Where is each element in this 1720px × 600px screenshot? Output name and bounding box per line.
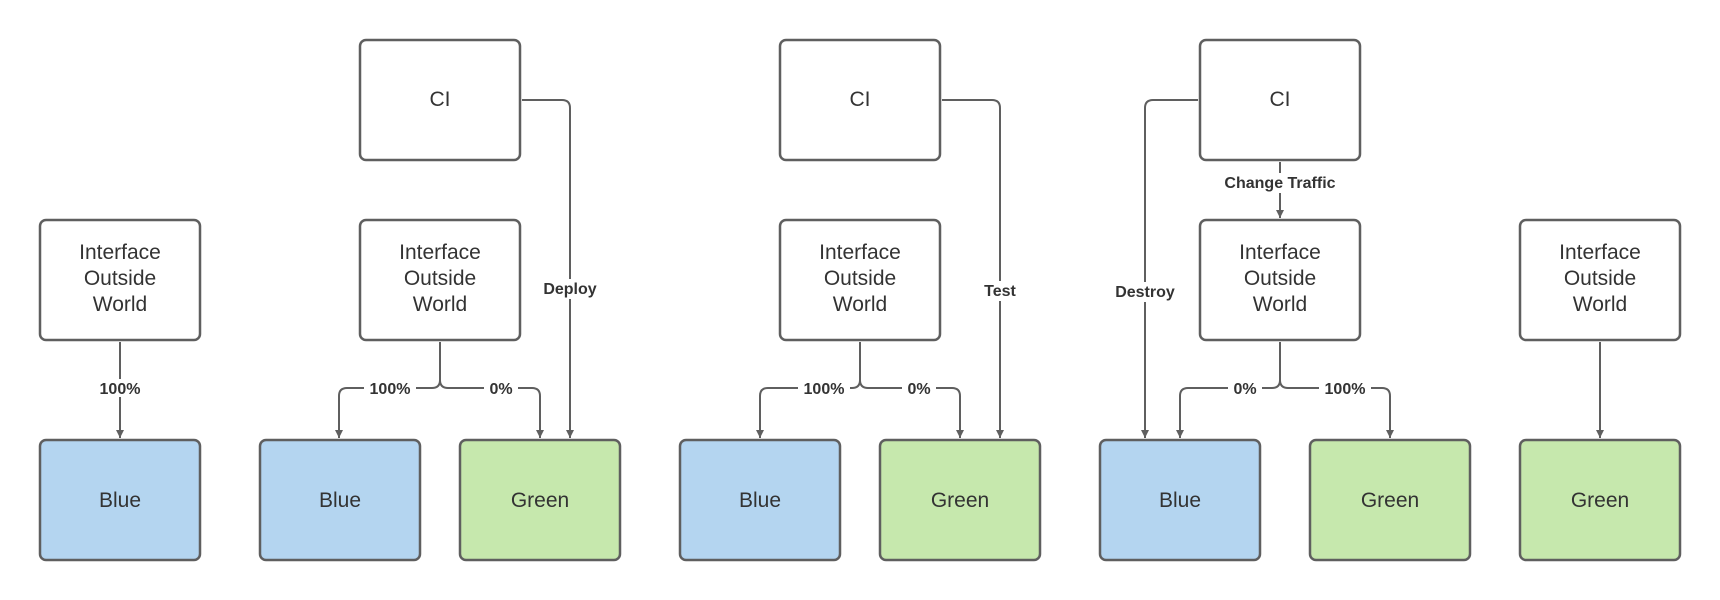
traffic-label-green: 100% xyxy=(1325,381,1366,398)
interface-label-line-1: Interface xyxy=(399,241,481,264)
traffic-label-green: 0% xyxy=(907,381,930,398)
deploy-edge xyxy=(522,99,574,438)
traffic-label-blue: 100% xyxy=(804,381,845,398)
test-label: Test xyxy=(984,283,1016,300)
interface-label-line-3: World xyxy=(413,293,467,316)
interface-label-line-1: Interface xyxy=(79,241,161,264)
traffic-edge-green xyxy=(859,379,964,438)
interface-label-line-3: World xyxy=(1573,293,1627,316)
green-node: Green xyxy=(458,438,622,562)
blue-label: Blue xyxy=(99,489,141,512)
stage-5: Interface Outside World Green xyxy=(1518,218,1682,562)
interface-node: Interface Outside World xyxy=(778,218,942,342)
green-label: Green xyxy=(1571,489,1629,512)
blue-node: Blue xyxy=(678,438,842,562)
green-node: Green xyxy=(878,438,1042,562)
ci-label: CI xyxy=(1270,88,1291,111)
interface-label-line-3: World xyxy=(833,293,887,316)
stage-2: CI Interface Outside World 100% 0% Deplo… xyxy=(258,38,622,562)
interface-node: Interface Outside World xyxy=(1198,218,1362,342)
interface-label-line-1: Interface xyxy=(1559,241,1641,264)
blue-label: Blue xyxy=(1159,489,1201,512)
traffic-label-blue: 100% xyxy=(370,381,411,398)
interface-label-line-3: World xyxy=(1253,293,1307,316)
change-traffic-label: Change Traffic xyxy=(1224,175,1335,192)
green-node: Green xyxy=(1518,438,1682,562)
interface-label-line-3: World xyxy=(93,293,147,316)
deploy-label: Deploy xyxy=(543,281,596,298)
stage-3: CI Interface Outside World 100% 0% Test … xyxy=(678,38,1042,562)
blue-node: Blue xyxy=(38,438,202,562)
ci-label: CI xyxy=(430,88,451,111)
traffic-label-green: 0% xyxy=(489,381,512,398)
green-label: Green xyxy=(511,489,569,512)
ci-node: CI xyxy=(358,38,522,162)
interface-label-line-1: Interface xyxy=(1239,241,1321,264)
ci-node: CI xyxy=(1198,38,1362,162)
interface-label-line-2: Outside xyxy=(1244,267,1316,290)
interface-label-line-2: Outside xyxy=(1564,267,1636,290)
blue-label: Blue xyxy=(739,489,781,512)
green-label: Green xyxy=(1361,489,1419,512)
traffic-edge-green xyxy=(1279,379,1394,438)
traffic-edge-green xyxy=(439,379,544,438)
destroy-label: Destroy xyxy=(1115,284,1175,301)
stage-4: CI Interface Outside World Change Traffi… xyxy=(1098,38,1472,562)
interface-node: Interface Outside World xyxy=(358,218,522,342)
interface-label-line-2: Outside xyxy=(84,267,156,290)
interface-node: Interface Outside World xyxy=(38,218,202,342)
ci-label: CI xyxy=(850,88,871,111)
blue-label: Blue xyxy=(319,489,361,512)
interface-node: Interface Outside World xyxy=(1518,218,1682,342)
blue-node: Blue xyxy=(1098,438,1262,562)
traffic-label-blue: 0% xyxy=(1233,381,1256,398)
green-node: Green xyxy=(1308,438,1472,562)
test-edge xyxy=(942,99,1004,438)
blue-node: Blue xyxy=(258,438,422,562)
ci-node: CI xyxy=(778,38,942,162)
interface-label-line-2: Outside xyxy=(824,267,896,290)
stage-1: Interface Outside World 100% Blue xyxy=(38,218,202,562)
traffic-label: 100% xyxy=(100,381,141,398)
destroy-edge xyxy=(1141,99,1198,438)
green-label: Green xyxy=(931,489,989,512)
interface-label-line-2: Outside xyxy=(404,267,476,290)
interface-label-line-1: Interface xyxy=(819,241,901,264)
